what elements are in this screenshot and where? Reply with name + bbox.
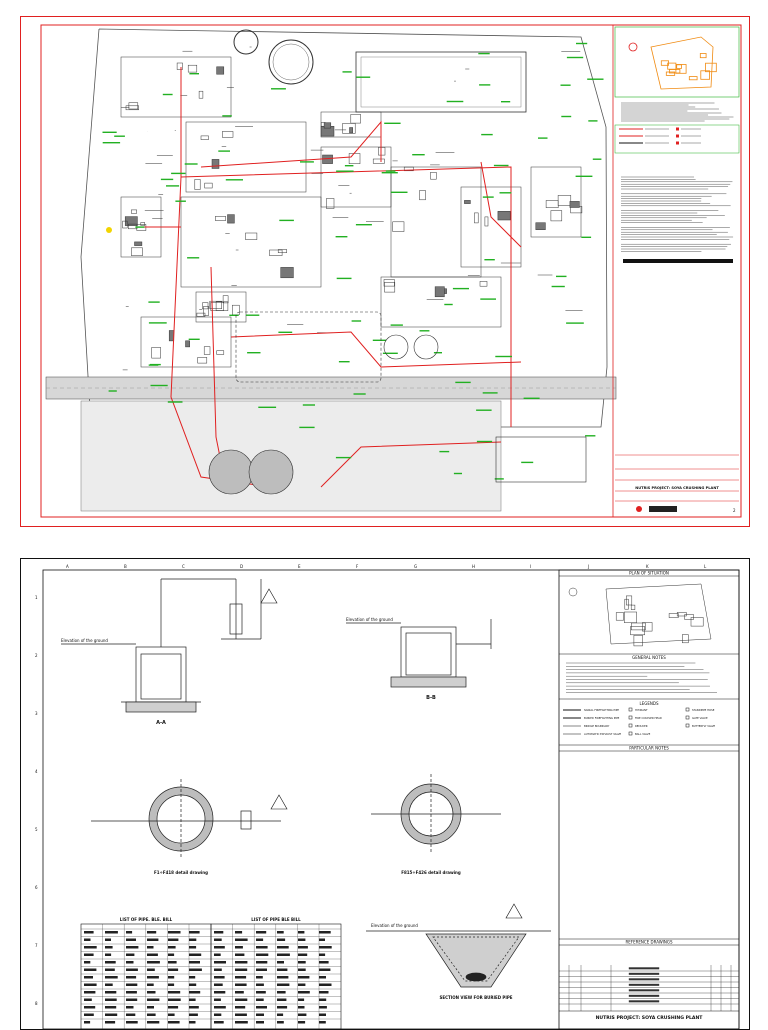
grid-number: 4 xyxy=(35,769,38,774)
grid-letter: I xyxy=(530,564,531,569)
legend-item: STANDPIPE HOSE xyxy=(692,708,715,712)
label-section-bb: B-B xyxy=(426,695,436,701)
grid-number: 3 xyxy=(35,711,38,716)
title-block-project: NUTRIS PROJECT: SOYA CRUSHING PLANT xyxy=(635,486,719,490)
grid-letter: E xyxy=(298,564,301,569)
legend-item: AUTOMATIC EXHAUST VALVE xyxy=(584,732,622,736)
panel-title-general: GENERAL NOTES xyxy=(632,655,666,660)
grid-letter: F xyxy=(356,564,359,569)
panel-title-legends: LEGENDS xyxy=(640,701,659,706)
legend-item: BALL VALVE xyxy=(635,732,651,736)
panel-title-particular: PARTICULAR NOTES xyxy=(629,746,669,751)
grid-number: 8 xyxy=(35,1001,38,1006)
grid-letter: C xyxy=(182,564,185,569)
legend-item: BUTTERFLY VALVE xyxy=(692,724,716,728)
label-elevation-ground-1: Elevation of the ground xyxy=(61,638,108,643)
legend-item: SIGNAL FIREFIGHTING PIPE xyxy=(584,708,619,712)
legend-item: HYDRANT xyxy=(635,708,648,712)
legend-item: BURIED FIREFIGHTING PIPE xyxy=(584,716,620,720)
detail-drawing: A B C D E F G H I J K L 1 2 3 4 5 6 7 8 Elevation of the gr… xyxy=(35,564,740,1029)
grid-letter: J xyxy=(587,564,589,569)
panel-title-reference: REFERENCE DRAWINGS xyxy=(625,940,672,945)
label-elevation-ground-2: Elevation of the ground xyxy=(346,617,393,622)
detail-sheet: A B C D E F G H I J K L 1 2 3 4 5 6 7 8 Elevation of the gr… xyxy=(20,558,750,1030)
grid-number: 7 xyxy=(35,943,38,948)
grid-letter: A xyxy=(66,564,69,569)
caption-f1-detail: F1÷F418 detail drawing xyxy=(154,870,208,875)
grid-letter: L xyxy=(704,564,707,569)
grid-number: 6 xyxy=(35,885,38,890)
sheet2-project-title: NUTRIS PROJECT: SOYA CRUSHING PLANT xyxy=(596,1015,704,1021)
label-section-aa: A-A xyxy=(156,720,166,726)
site-plan-sheet: NUTRIS PROJECT: SOYA CRUSHING PLANT 2 xyxy=(20,16,750,527)
grid-letter: G xyxy=(414,564,417,569)
grid-letter: B xyxy=(124,564,127,569)
grid-number: 2 xyxy=(35,653,38,658)
grid-number: 5 xyxy=(35,827,38,832)
legend-item: FIRE COUPLER HEAD xyxy=(635,716,662,720)
site-plan-drawing: NUTRIS PROJECT: SOYA CRUSHING PLANT 2 xyxy=(40,24,742,518)
sheet-number: 2 xyxy=(733,508,736,513)
legend-item: BRIDGE BOUNDARY xyxy=(584,724,610,728)
panel-title-plan: PLAN OF SITUATION xyxy=(629,571,669,576)
bill1-title: LIST OF PIPE. BLE. BILL xyxy=(120,917,173,922)
caption-f2-detail: F815÷F426 detail drawing xyxy=(401,870,461,875)
grid-letter: K xyxy=(646,564,649,569)
grid-letter: H xyxy=(472,564,475,569)
label-elevation-ground-3: Elevation of the ground xyxy=(371,923,418,928)
legend-item: GATE VALVE xyxy=(692,716,708,720)
caption-section-view: SECTION VIEW FOR BURIED PIPE xyxy=(439,995,512,1000)
grid-letter: D xyxy=(240,564,243,569)
bill2-title: LIST OF PIPE BLE BILL xyxy=(251,917,301,922)
grid-number: 1 xyxy=(35,595,38,600)
legend-item: REDUCER xyxy=(635,724,648,728)
